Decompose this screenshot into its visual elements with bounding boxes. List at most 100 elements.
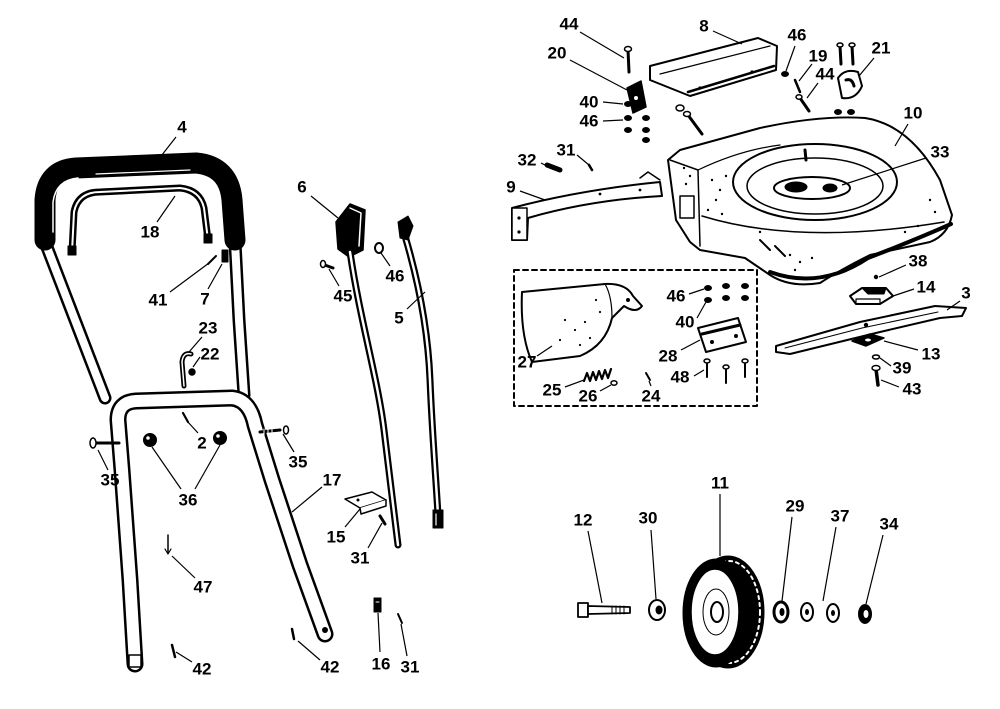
leader-line-20 [569, 59, 628, 91]
leader-line-35 [282, 433, 295, 453]
leader-line-5 [406, 291, 426, 310]
callout-28: 28 [659, 347, 678, 366]
nut-22 [188, 368, 196, 376]
leader-line-22 [192, 356, 201, 368]
deflector-27 [520, 282, 643, 363]
pin-31-bottom [397, 613, 403, 624]
leader-line-19 [798, 63, 813, 82]
bracket-15 [344, 491, 387, 515]
leader-line-15 [344, 508, 361, 528]
nuts-46-bag [704, 283, 749, 291]
leader-line-26 [599, 384, 612, 392]
bracket-28 [697, 317, 747, 353]
washer-29 [772, 600, 790, 624]
callout-41: 41 [149, 291, 168, 310]
leader-line-3 [946, 300, 961, 311]
callout-29: 29 [786, 497, 805, 516]
leader-line-18 [156, 195, 176, 223]
leader-line-35 [97, 449, 109, 471]
leader-line-6 [310, 195, 339, 219]
leader-line-8 [712, 30, 743, 45]
leader-line-46 [785, 45, 796, 72]
spring-25 [582, 367, 613, 383]
callout-35: 35 [289, 453, 308, 472]
plate-13 [851, 333, 885, 347]
knob-36-left [143, 433, 157, 447]
control-cable-5 [346, 248, 402, 549]
bolt-44-right [795, 94, 811, 113]
callout-24: 24 [642, 387, 661, 406]
bolt-44-left [623, 45, 633, 74]
washer-38 [873, 274, 879, 280]
washers-40-bag [704, 295, 749, 303]
screw-31-control [378, 514, 387, 526]
callout-16: 16 [372, 655, 391, 674]
leader-line-32 [540, 162, 548, 167]
callout-7: 7 [200, 290, 209, 309]
callout-32: 32 [518, 151, 537, 170]
callout-40: 40 [676, 313, 695, 332]
leader-line-41 [169, 262, 210, 293]
leader-line-28 [680, 339, 701, 351]
leader-line-46 [380, 252, 391, 267]
leader-line-39 [879, 357, 892, 367]
control-lever-6 [335, 203, 366, 258]
washer-26 [610, 380, 618, 386]
callout-14: 14 [917, 278, 936, 297]
callout-18: 18 [141, 223, 160, 242]
callout-45: 45 [334, 287, 353, 306]
bracket-21 [837, 69, 863, 100]
leader-line-23 [188, 336, 203, 353]
bolt-35-left [89, 437, 121, 449]
callout-20: 20 [548, 44, 567, 63]
washers-37 [800, 602, 840, 623]
pin-42-right [290, 627, 296, 641]
leader-line-43 [880, 379, 900, 388]
leader-line-10 [894, 123, 909, 147]
callout-46: 46 [788, 26, 807, 45]
callout-43: 43 [903, 380, 922, 399]
leader-line-24 [648, 380, 652, 387]
leader-line-17 [291, 486, 323, 513]
callout-42: 42 [193, 660, 212, 679]
callout-39: 39 [893, 359, 912, 378]
leader-line-21 [858, 57, 875, 77]
callout-34: 34 [880, 515, 899, 534]
bolt-baffle-mount [675, 104, 704, 136]
leader-line-12 [587, 530, 603, 604]
control-cable-right [397, 215, 444, 529]
callout-36: 36 [179, 491, 198, 510]
leader-line-30 [650, 529, 657, 600]
screw-35-right [258, 425, 290, 436]
callout-48: 48 [671, 368, 690, 387]
callout-46: 46 [667, 287, 686, 306]
callout-5: 5 [394, 309, 403, 328]
part-32 [544, 162, 563, 173]
bolt-43 [871, 364, 881, 387]
blade-3 [775, 305, 967, 355]
nut-46-right [781, 71, 789, 77]
pin-2 [181, 411, 190, 424]
callout-27: 27 [518, 353, 537, 372]
callout-40: 40 [580, 93, 599, 112]
callout-38: 38 [909, 252, 928, 271]
callout-44: 44 [560, 15, 579, 34]
callout-33: 33 [931, 143, 950, 162]
leader-line-48 [693, 369, 705, 377]
knob-36-right [213, 431, 227, 445]
leader-line-9 [519, 190, 546, 201]
callout-2: 2 [197, 434, 206, 453]
callout-13: 13 [922, 345, 941, 364]
leader-line-4 [157, 136, 177, 161]
leader-line-46 [602, 119, 624, 122]
rear-baffle-8 [649, 37, 778, 97]
leader-line-37 [822, 526, 837, 602]
leader-line-16 [377, 612, 381, 653]
callout-37: 37 [831, 507, 850, 526]
callout-9: 9 [506, 178, 515, 197]
pin-24 [645, 372, 651, 381]
leader-line-44 [579, 31, 625, 59]
callout-46: 46 [580, 112, 599, 131]
callout-19: 19 [809, 47, 828, 66]
